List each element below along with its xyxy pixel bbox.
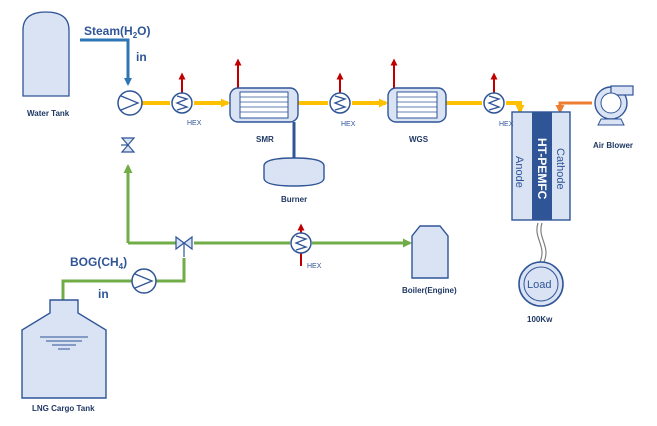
- pump-icon: [117, 90, 143, 116]
- process-gas-line: [142, 98, 525, 114]
- burner-label: Burner: [281, 195, 307, 204]
- heat-exchanger-icon: [290, 232, 312, 254]
- heat-exchanger-icon: [329, 92, 351, 114]
- boiler-label: Boiler(Engine): [402, 286, 457, 295]
- air-line: [555, 101, 592, 114]
- smr-label: SMR: [256, 135, 274, 144]
- wgs-reactor: [387, 87, 447, 123]
- fuel-cell-icon: [511, 111, 571, 221]
- lng-cargo-tank: [21, 299, 107, 399]
- steam-in-label: in: [136, 50, 147, 64]
- load-power-label: 100Kw: [527, 315, 553, 324]
- steam-label: Steam(H2O): [84, 24, 150, 40]
- burner: [263, 157, 325, 187]
- water-tank-label: Water Tank: [27, 109, 70, 118]
- air-blower-icon: [594, 85, 634, 126]
- air-blower-label: Air Blower: [593, 141, 633, 150]
- three-way-valve-icon: [120, 137, 136, 153]
- heat-exchanger-icon: [171, 92, 193, 114]
- steam-inlet-line: [80, 38, 132, 86]
- three-way-valve-icon: [175, 235, 193, 257]
- hex-3-label: HEX: [499, 121, 514, 128]
- methane-line: [61, 164, 412, 312]
- hex-1-label: HEX: [187, 120, 202, 127]
- water-tank: [22, 11, 70, 97]
- load-wire: [536, 222, 543, 263]
- cathode-label: Cathode: [554, 148, 566, 190]
- load-label: Load: [527, 279, 551, 291]
- anode-label: Anode: [513, 156, 525, 188]
- boiler-engine: [411, 225, 449, 279]
- load-icon: [518, 261, 564, 307]
- wgs-label: WGS: [409, 135, 429, 144]
- hex-2-label: HEX: [341, 121, 356, 128]
- hex-4-label: HEX: [307, 263, 322, 270]
- fuel-cell-label: HT-PEMFC: [535, 138, 549, 200]
- lng-tank-label: LNG Cargo Tank: [32, 404, 95, 413]
- bog-in-label: in: [98, 287, 109, 301]
- pump-icon: [131, 268, 157, 294]
- bog-label: BOG(CH4): [70, 255, 127, 271]
- heat-exchanger-icon: [483, 92, 505, 114]
- smr-reactor: [229, 87, 299, 164]
